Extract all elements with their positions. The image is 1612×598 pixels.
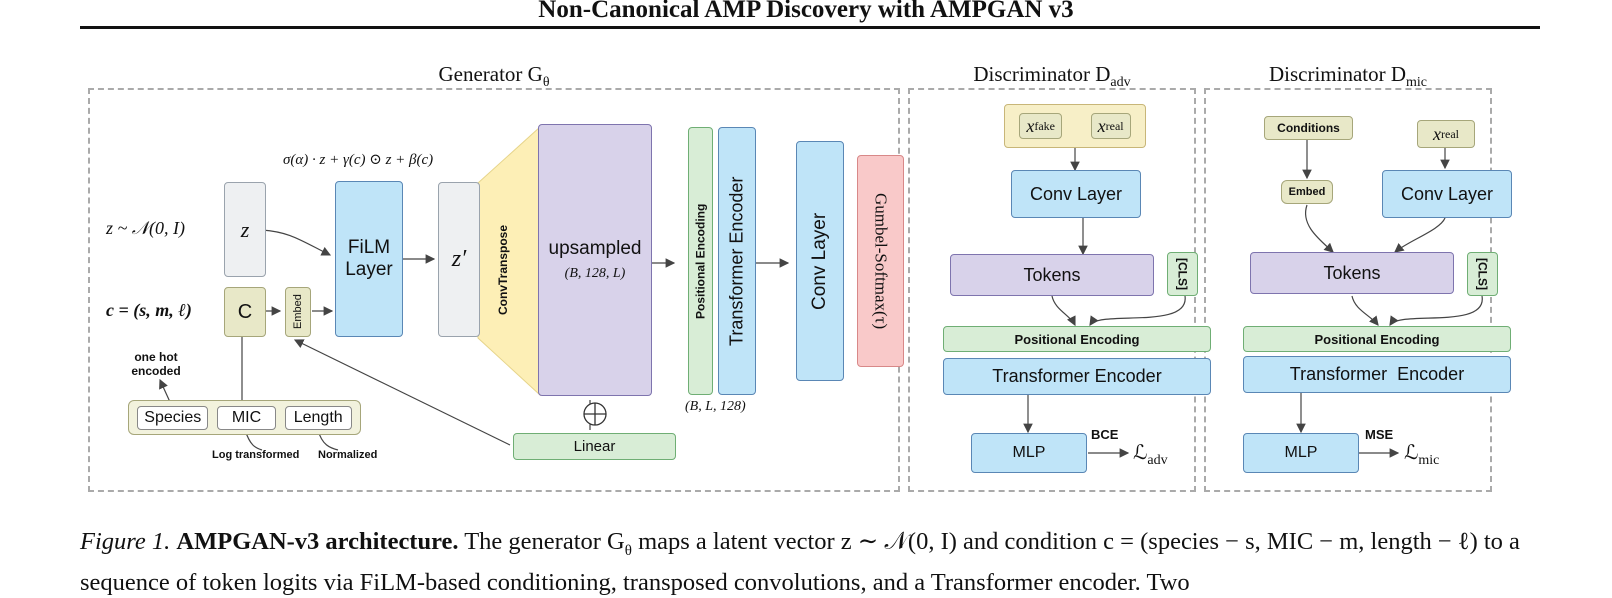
c-box: C [224, 287, 266, 337]
caption-bold: AMPGAN-v3 architecture. [176, 528, 459, 555]
gumbel-softmax: Gumbel-Softmax(τ) [857, 155, 904, 367]
gen-conv-layer: Conv Layer [796, 141, 844, 381]
mic-cls: [CLS] [1467, 252, 1498, 296]
z-label: z ~ 𝒩(0, I) [106, 218, 185, 238]
z-box: z [224, 182, 266, 277]
gen-positional-encoding: Positional Encoding [688, 127, 713, 395]
upsampled-label: upsampled [548, 238, 642, 259]
caption-text: The generator G [458, 528, 625, 555]
convtranspose-label: ConvTranspose [496, 224, 510, 315]
attrs-group: Species MIC Length [128, 400, 361, 435]
disc-adv-title: Discriminator Dadv [973, 62, 1131, 91]
adv-cls: [CLS] [1167, 252, 1198, 296]
disc-mic-title: Discriminator Dmic [1268, 62, 1428, 91]
one-hot-label: one hot encoded [131, 350, 181, 378]
figure-caption: Figure 1. AMPGAN-v3 architecture. The ge… [80, 528, 1520, 596]
adv-transformer-encoder: Transformer Encoder [943, 358, 1211, 395]
linear-box: Linear [513, 433, 676, 460]
mic-positional-encoding: Positional Encoding [1243, 326, 1511, 352]
mic-embed: Embed [1281, 180, 1333, 204]
mic-loss-type: MSE [1365, 427, 1394, 442]
gen-shape-out: (B, L, 128) [685, 399, 746, 414]
adv-loss-type: BCE [1091, 427, 1119, 442]
plus-symbol: ⊕ [590, 404, 591, 405]
mic-tokens: Tokens [1250, 252, 1454, 294]
adv-tokens: Tokens [950, 254, 1154, 296]
mic-mlp: MLP [1243, 433, 1359, 473]
attr-mic: MIC [216, 405, 277, 430]
mic-conditions: Conditions [1264, 116, 1353, 140]
adv-mlp: MLP [971, 433, 1087, 473]
caption-label: Figure 1. [80, 528, 171, 555]
title-rule [80, 26, 1540, 29]
mic-transformer-encoder: Transformer Encoder [1243, 356, 1511, 393]
mic-conv-layer: Conv Layer [1382, 170, 1512, 218]
adv-positional-encoding: Positional Encoding [943, 326, 1211, 352]
c-label: c = (s, m, ℓ) [106, 300, 192, 320]
film-formula: σ(α) · z + γ(c) ⊙ z + β(c) [283, 152, 434, 168]
embed-box: Embed [285, 287, 311, 337]
upsampled-shape: (B, 128, L) [564, 266, 626, 281]
film-layer: FiLM Layer [335, 181, 403, 337]
adv-loss: ℒadv [1133, 442, 1168, 468]
gen-transformer-encoder: Transformer Encoder [718, 127, 756, 395]
z-prime-box: z′ [438, 182, 480, 337]
log-transformed-label: Log transformed [212, 449, 300, 461]
upsampled-block: upsampled (B, 128, L) [538, 124, 652, 396]
generator-title: Generator Gθ [438, 62, 550, 91]
adv-conv-layer: Conv Layer [1011, 170, 1141, 218]
normalized-label: Normalized [318, 449, 378, 461]
attr-length: Length [284, 405, 352, 430]
page-title: Non-Canonical AMP Discovery with AMPGAN … [538, 0, 1074, 23]
attr-species: Species [137, 405, 209, 430]
mic-loss: ℒmic [1404, 442, 1440, 468]
